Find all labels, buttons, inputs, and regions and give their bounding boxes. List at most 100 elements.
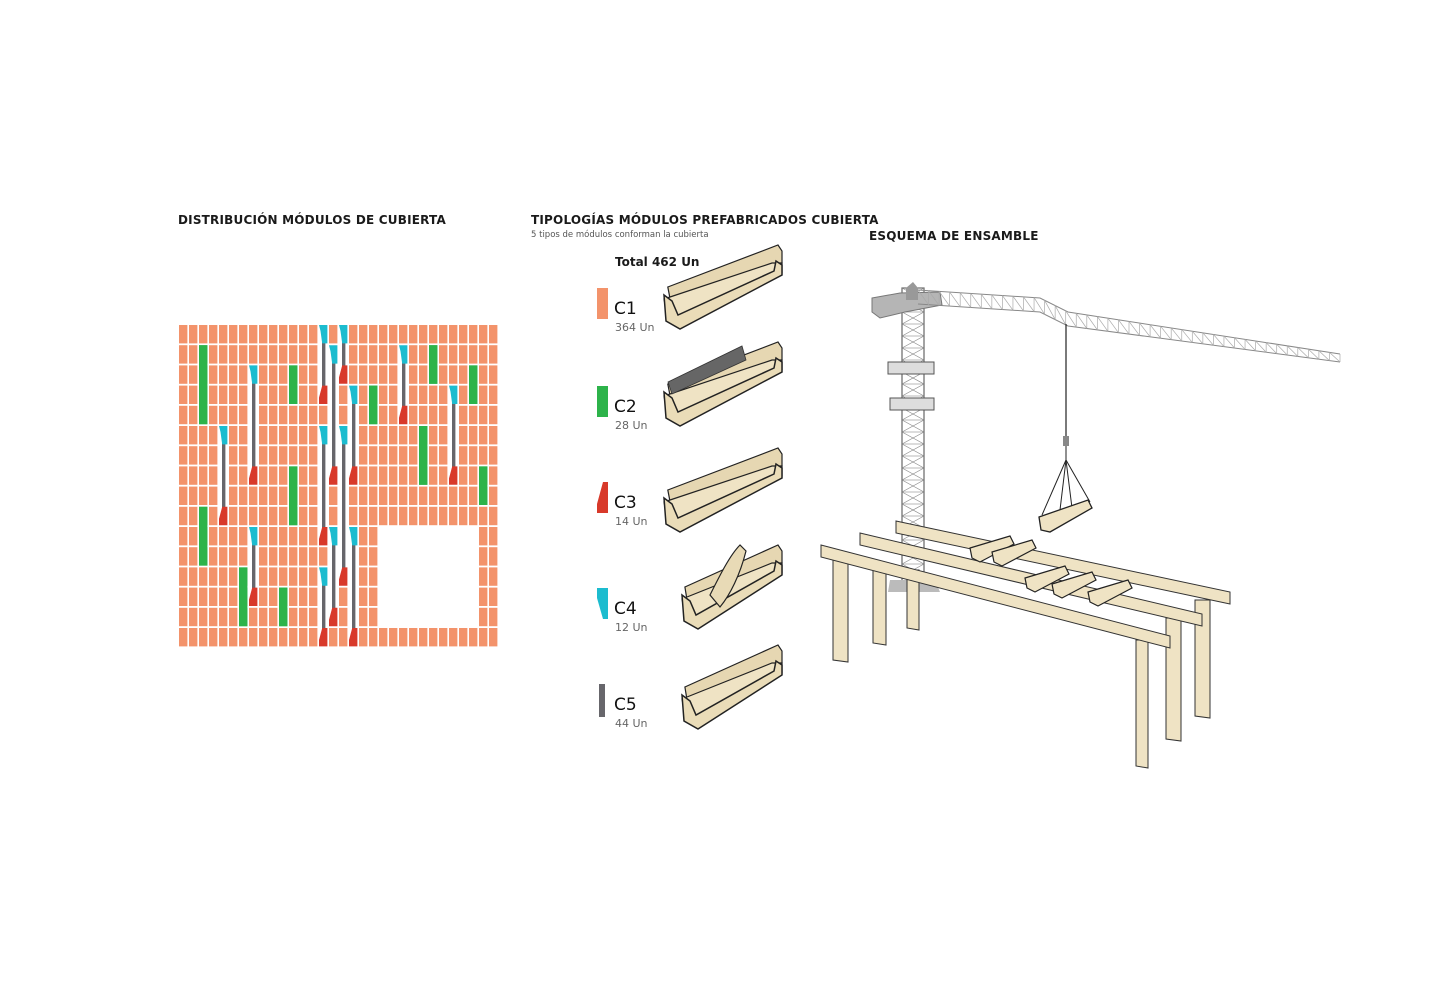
module-c1 [299,365,308,384]
module-c1 [179,486,188,505]
module-c1 [389,426,398,445]
module-c1 [209,426,218,445]
module-c1 [209,365,218,384]
module-c1 [239,547,248,566]
module-c1 [359,365,368,384]
module-c1 [279,325,288,344]
module-c1 [309,426,318,445]
tower-brace [901,491,925,505]
module-c1 [239,365,248,384]
module-c1 [419,345,428,364]
module-c1 [289,405,298,425]
module-c1 [439,365,448,384]
placed-module [1051,571,1097,599]
module-c1 [459,426,468,445]
module-c1 [259,385,268,404]
module-c1 [239,345,248,364]
tower-brace [901,455,925,469]
module-c1 [279,466,288,485]
module-c1 [399,486,408,505]
module-c1 [219,607,228,627]
typologies-subtitle: 5 tipos de módulos conforman la cubierta [531,230,709,240]
jib-brace [1107,317,1119,333]
module-c1 [359,587,368,606]
module-c3 [339,567,348,586]
module-c5 [352,543,356,630]
jib-brace [1329,352,1341,363]
distribution-title: DISTRIBUCIÓN MÓDULOS DE CUBIERTA [178,213,446,227]
module-c1 [459,466,468,485]
module-c1 [289,527,298,546]
module-c1 [209,506,218,526]
module-c1 [179,385,188,404]
module-c1 [339,385,348,404]
module-c1 [349,365,358,384]
sling-line [1059,459,1067,511]
jib-top-chord [917,289,1341,355]
module-c1 [369,567,378,586]
module-drawing-c3 [663,447,783,533]
module-c1 [299,628,308,647]
module-c2-run [289,365,298,404]
module-c2-run [419,426,428,485]
module-c1 [269,466,278,485]
module-c2-run [469,365,478,404]
module-c1 [209,345,218,364]
module-c1 [209,628,218,647]
jib-brace [959,292,972,308]
solar-panel-strip [667,345,747,395]
module-c1 [239,506,248,526]
trough-front-wall [681,559,783,630]
module-c1 [369,607,378,627]
module-c1 [479,385,488,404]
module-c1 [199,486,208,505]
module-c1 [419,486,428,505]
tower-brace [901,383,925,397]
module-c1 [229,486,238,505]
module-c1 [419,365,428,384]
jib-brace [1160,326,1172,340]
module-c5 [402,361,406,408]
module-c1 [489,426,498,445]
jib-brace [1012,296,1024,312]
module-c1 [379,446,388,465]
module-c1 [319,405,328,425]
module-c1 [429,506,438,526]
jib-brace [1139,322,1151,338]
module-c1 [199,607,208,627]
module-c3 [319,385,328,404]
module-c1 [229,628,238,647]
module-c1 [289,587,298,606]
module-c1 [249,345,258,364]
module-c1 [179,607,188,627]
module-c1 [229,446,238,465]
typologies-title: TIPOLOGÍAS MÓDULOS PREFABRICADOS CUBIERT… [531,213,879,227]
module-c1 [469,325,478,344]
module-c1 [429,405,438,425]
module-c5 [332,361,336,469]
module-c1 [409,345,418,364]
module-c1 [479,628,488,647]
module-c1 [309,527,318,546]
module-c1 [439,405,448,425]
module-c1 [349,486,358,505]
swatch-c3 [597,482,609,520]
module-c1 [189,607,198,627]
module-c1 [369,446,378,465]
module-c1 [359,567,368,586]
module-c1 [359,426,368,445]
module-c1 [189,385,198,404]
module-code-c4: C4 [614,599,637,619]
module-c1 [259,345,268,364]
module-c1 [489,365,498,384]
module-c1 [309,446,318,465]
module-c1 [369,365,378,384]
module-c2-run [199,506,208,566]
module-c1 [459,405,468,425]
module-c1 [439,426,448,445]
module-c1 [379,486,388,505]
module-c1 [269,345,278,364]
module-c1 [469,628,478,647]
module-c1 [239,405,248,425]
sling-line [1065,459,1091,503]
